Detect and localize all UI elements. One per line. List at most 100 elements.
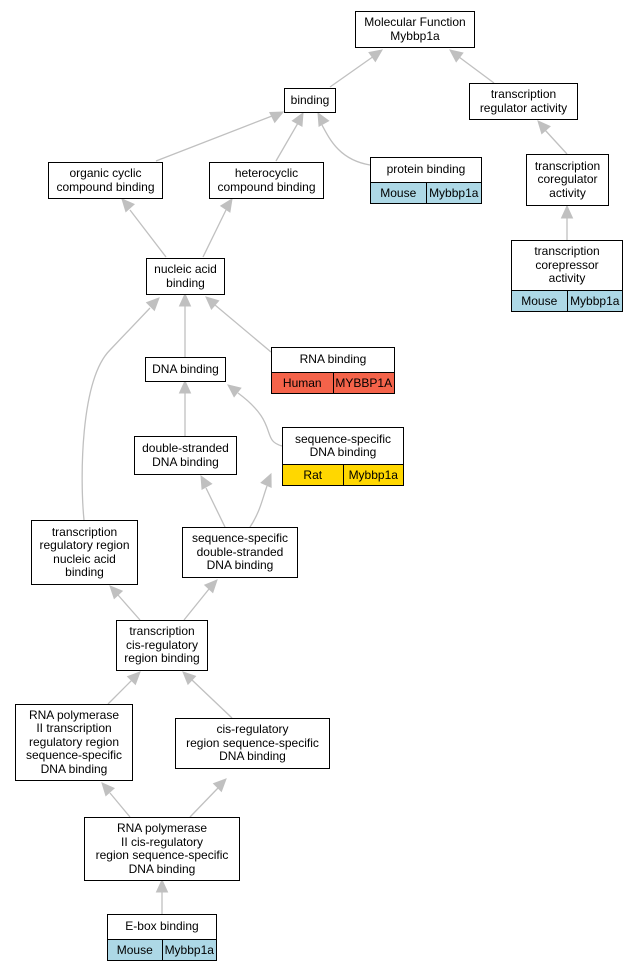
species-label: Human	[282, 376, 322, 390]
gene-annotation: Mouse Mybbp1a	[512, 291, 622, 311]
go-term-sequence-specific-double-stranded-dna-binding[interactable]: sequence-specific double-stranded DNA bi…	[182, 527, 298, 578]
go-term-transcription-regulatory-region-nucleic-acid-binding[interactable]: transcription regulatory region nucleic …	[31, 520, 138, 585]
edge-line	[329, 55, 375, 88]
go-term-transcription-regulator-activity[interactable]: transcription regulator activity	[469, 83, 578, 120]
go-term-label: nucleic acid binding	[154, 262, 217, 290]
go-term-label: heterocyclic compound binding	[217, 166, 316, 194]
edge-line	[189, 787, 219, 818]
edge-line	[321, 124, 371, 166]
gene-symbol: Mybbp1a	[161, 940, 217, 960]
edge-line	[249, 485, 268, 528]
gene-symbol: Mybbp1a	[342, 465, 404, 485]
arrowhead	[203, 579, 218, 594]
edge-line	[109, 792, 131, 818]
go-term-rna-pol-ii-cis-regulatory-region-sequence-specific-dna-binding[interactable]: RNA polymerase II cis-regulatory region …	[84, 817, 240, 881]
edge-line	[191, 679, 233, 719]
edge-line	[129, 209, 167, 258]
species-label: Rat	[303, 468, 323, 482]
go-term-label: sequence-specific double-stranded DNA bi…	[191, 531, 289, 573]
arrowhead	[537, 120, 551, 135]
edge-line	[202, 209, 227, 258]
go-term-dna-binding[interactable]: DNA binding	[145, 357, 226, 382]
go-term-cis-regulatory-region-sequence-specific-dna-binding[interactable]: cis-regulatory region sequence-specific …	[175, 718, 330, 769]
arrowhead	[291, 111, 304, 127]
arrowhead	[260, 472, 272, 488]
go-term-label: RNA polymerase II transcription regulato…	[25, 707, 123, 776]
edge-2	[155, 111, 285, 162]
go-term-label: transcription corepressor activity	[512, 241, 622, 291]
edge-5	[537, 120, 568, 155]
arrowhead	[126, 671, 141, 686]
gene-symbol: Mybbp1a	[566, 291, 623, 311]
edge-10	[178, 292, 192, 357]
arrowhead	[317, 111, 330, 127]
edge-4	[317, 111, 371, 166]
gene-annotation: Rat Mybbp1a	[283, 465, 403, 485]
edge-0	[329, 49, 383, 88]
edge-17	[183, 579, 218, 621]
go-term-label: RNA polymerase II cis-regulatory region …	[95, 821, 229, 876]
edge-line	[237, 392, 283, 447]
go-term-label: transcription regulatory region nucleic …	[39, 524, 130, 579]
gene-annotation: Mouse Mybbp1a	[371, 183, 481, 203]
arrowhead	[109, 585, 124, 600]
edge-13	[81, 297, 160, 521]
go-term-label: transcription regulator activity	[479, 87, 568, 115]
go-term-label: Molecular Function Mybbp1a	[364, 15, 466, 43]
go-term-nucleic-acid-binding[interactable]: nucleic acid binding	[146, 258, 225, 295]
edge-line	[155, 115, 273, 162]
go-term-rna-pol-ii-transcription-regulatory-region-sequence-specific-dna-binding[interactable]: RNA polymerase II transcription regulato…	[15, 704, 133, 781]
species-label: Mouse	[521, 294, 558, 308]
edge-21	[189, 778, 227, 818]
edge-20	[101, 782, 131, 818]
edge-12	[178, 379, 192, 436]
edge-line	[544, 129, 568, 155]
edge-11	[227, 384, 283, 447]
arrowhead	[121, 198, 135, 213]
gene-symbol: Mybbp1a	[425, 183, 482, 203]
edge-19	[182, 671, 233, 719]
go-term-label: binding	[290, 92, 330, 107]
edge-6	[560, 204, 574, 240]
arrowhead	[178, 292, 192, 307]
go-term-label: organic cyclic compound binding	[56, 166, 155, 194]
edge-line	[458, 56, 495, 84]
gene-annotation: Human MYBBP1A	[272, 373, 394, 393]
go-term-transcription-cis-regulatory-region-binding[interactable]: transcription cis-regulatory region bind…	[116, 620, 208, 671]
arrowhead	[219, 198, 233, 213]
go-term-label: DNA binding	[152, 361, 219, 376]
edge-16	[109, 585, 141, 621]
arrowhead	[200, 474, 213, 490]
arrowhead	[145, 297, 160, 312]
arrowhead	[155, 878, 169, 893]
edge-8	[202, 198, 233, 258]
arrowhead	[269, 111, 285, 124]
edge-line	[183, 588, 210, 621]
edge-3	[275, 111, 304, 162]
go-term-organic-cyclic-compound-binding[interactable]: organic cyclic compound binding	[48, 162, 163, 199]
go-term-double-stranded-dna-binding[interactable]: double-stranded DNA binding	[134, 436, 237, 475]
go-term-binding[interactable]: binding	[284, 88, 336, 113]
go-term-molecular-function[interactable]: Molecular Function Mybbp1a	[355, 11, 475, 48]
go-term-label: RNA binding	[272, 348, 394, 373]
go-term-heterocyclic-compound-binding[interactable]: heterocyclic compound binding	[209, 162, 324, 199]
edge-line	[81, 307, 151, 521]
species-label: Mouse	[380, 186, 417, 200]
arrowhead	[205, 296, 220, 310]
gene-symbol: MYBBP1A	[332, 373, 395, 393]
edge-9	[205, 296, 272, 353]
arrowhead	[227, 384, 242, 398]
edge-line	[214, 304, 272, 353]
go-term-transcription-coregulator-activity[interactable]: transcription coregulator activity	[526, 154, 609, 206]
go-term-label: protein binding	[371, 158, 481, 183]
go-term-label: sequence-specific DNA binding	[283, 428, 403, 465]
edge-22	[155, 878, 169, 914]
arrowhead	[101, 782, 115, 797]
edge-line	[205, 487, 226, 528]
